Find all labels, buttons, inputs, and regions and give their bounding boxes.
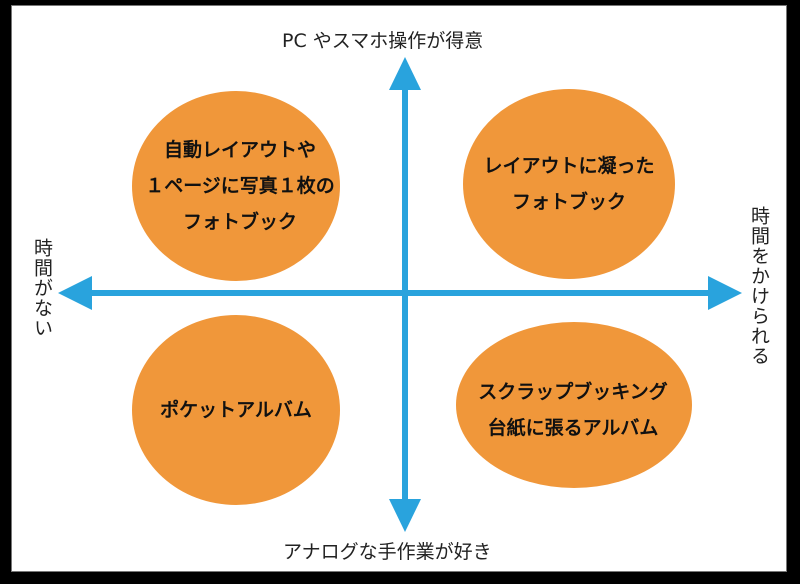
axis-label-right: 時間をかけられる	[748, 206, 770, 366]
text-line: レイアウトに凝った	[483, 155, 655, 177]
text-line: スクラップブッキング	[478, 381, 668, 403]
quadrant-top-left-text: 自動レイアウトや １ページに写真１枚の フォトブック	[145, 132, 335, 240]
arrow-left-icon	[58, 276, 92, 310]
axis-label-left: 時間がない	[31, 238, 53, 338]
quadrant-bottom-right-text: スクラップブッキング 台紙に張るアルバム	[478, 374, 667, 446]
text-line: 自動レイアウトや	[163, 139, 316, 161]
text-line: 台紙に張るアルバム	[487, 417, 659, 439]
text-line: ポケットアルバム	[160, 399, 312, 421]
quadrant-top-right-text: レイアウトに凝った フォトブック	[483, 148, 654, 220]
axis-label-top: PC やスマホ操作が得意	[282, 30, 484, 52]
arrow-down-icon	[389, 499, 421, 532]
arrow-up-icon	[389, 57, 421, 90]
arrow-right-icon	[708, 276, 742, 310]
bubble-top-left	[132, 91, 340, 281]
quadrant-bottom-left-text: ポケットアルバム	[160, 392, 312, 428]
text-line: １ページに写真１枚の	[145, 175, 335, 197]
axis-label-bottom: アナログな手作業が好き	[283, 541, 492, 563]
bubble-bottom-left	[132, 315, 340, 505]
text-line: フォトブック	[511, 191, 627, 213]
bubble-top-right	[463, 89, 675, 279]
diagram-frame	[11, 5, 787, 572]
text-line: フォトブック	[182, 211, 297, 233]
bubble-bottom-right	[456, 322, 692, 488]
